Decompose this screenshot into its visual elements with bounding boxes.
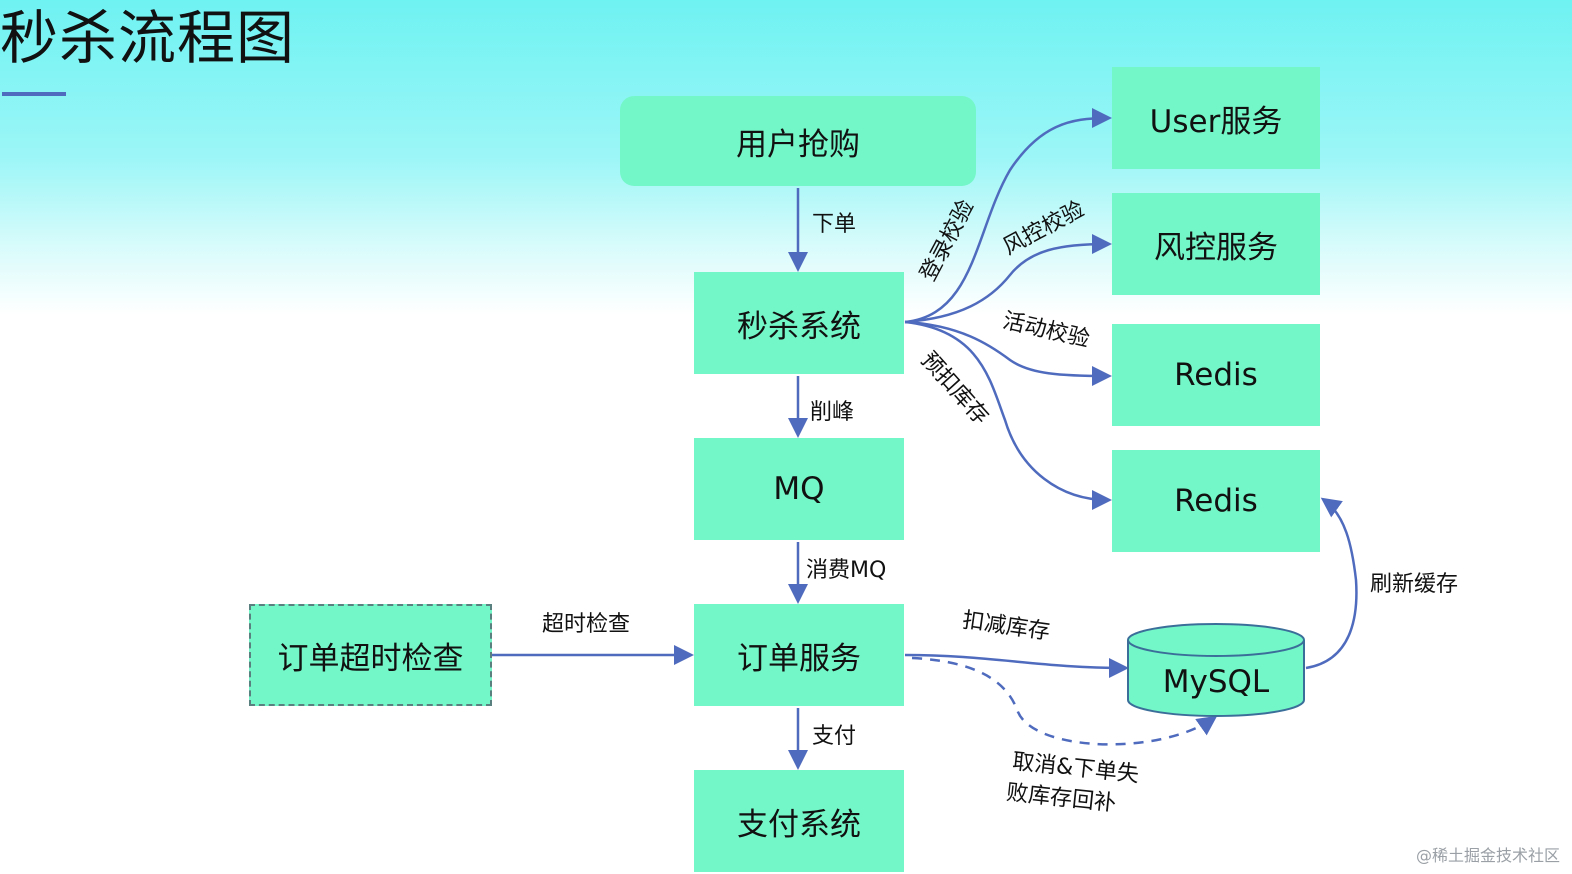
node-redis-1-label: Redis [1174, 357, 1258, 393]
label-consume-mq: 消费MQ [806, 558, 887, 583]
node-order-timeout-check-label: 订单超时检查 [277, 640, 464, 677]
edge-pre-deduct [904, 320, 1112, 510]
node-user-buy-label: 用户抢购 [736, 126, 860, 163]
edge-rollback [911, 656, 1218, 746]
mysql-label: MySQL [1163, 664, 1270, 700]
node-order-timeout-check: 订单超时检查 [249, 604, 492, 706]
label-place-order: 下单 [812, 212, 857, 237]
node-user-buy: 用户抢购 [620, 96, 976, 186]
title-underline [2, 92, 66, 96]
edge-activity-check [904, 320, 1112, 386]
watermark: @稀土掘金技术社区 [1415, 846, 1560, 865]
node-payment-system-label: 支付系统 [737, 806, 861, 843]
edge-refresh-cache [1305, 497, 1358, 670]
node-order-service-label: 订单服务 [737, 640, 861, 677]
page-title: 秒杀流程图 [0, 4, 296, 72]
label-timeout-check: 超时检查 [542, 612, 631, 637]
node-redis-2-label: Redis [1174, 483, 1258, 519]
edge-deduct-stock [904, 653, 1129, 678]
node-redis-2: Redis [1112, 450, 1320, 552]
node-mq: MQ [694, 438, 904, 540]
label-peak-shaving: 削峰 [810, 400, 855, 425]
edge-risk-check [904, 234, 1112, 324]
node-risk-service: 风控服务 [1112, 193, 1320, 295]
node-payment-system: 支付系统 [694, 770, 904, 872]
node-redis-1: Redis [1112, 324, 1320, 426]
node-user-service-label: User服务 [1149, 103, 1283, 140]
node-user-service: User服务 [1112, 67, 1320, 169]
node-seckill-system-label: 秒杀系统 [737, 308, 861, 345]
label-pay: 支付 [812, 724, 857, 749]
edge-login-check [904, 108, 1112, 324]
node-risk-service-label: 风控服务 [1154, 229, 1278, 266]
node-mq-label: MQ [773, 471, 825, 507]
label-refresh-cache: 刷新缓存 [1370, 572, 1459, 597]
node-seckill-system: 秒杀系统 [694, 272, 904, 374]
node-mysql: MySQL [1127, 623, 1305, 717]
node-order-service: 订单服务 [694, 604, 904, 706]
